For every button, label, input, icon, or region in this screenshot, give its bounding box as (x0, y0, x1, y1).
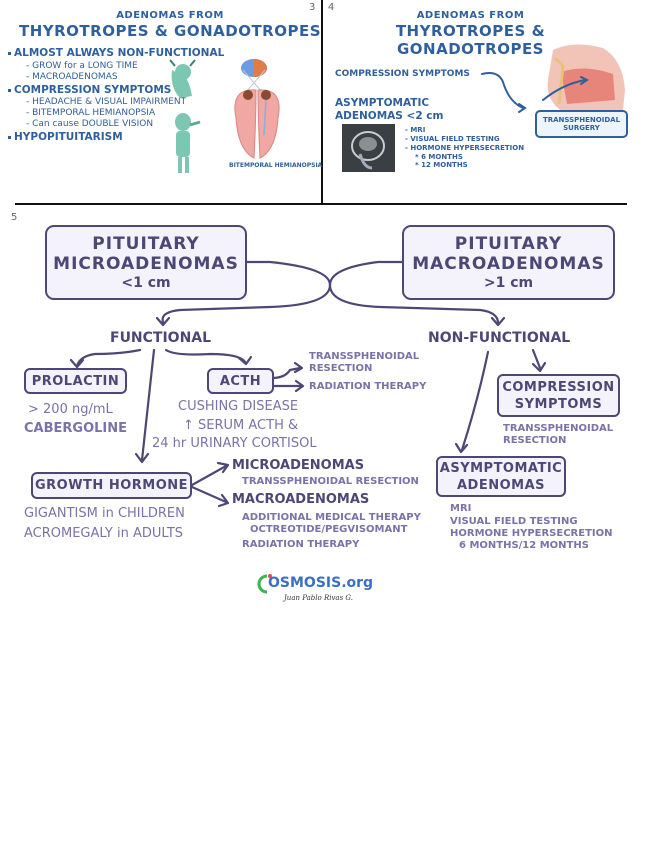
functional-label: FUNCTIONAL (110, 330, 212, 346)
compression-box-line2: SYMPTOMS (514, 396, 603, 412)
gh-macro-treatment-1: ADDITIONAL MEDICAL THERAPY (242, 512, 421, 523)
acth-resection-1: TRANSSPHENOIDAL (309, 351, 420, 362)
growth-hormone-box: GROWTH HORMONE (31, 472, 192, 499)
brain-hemianopsia-illustration (234, 59, 280, 159)
compression-symptoms-label: COMPRESSION SYMPTOMS (335, 69, 470, 79)
asymptomatic-visual-field: VISUAL FIELD TESTING (450, 516, 578, 527)
prolactin-label: PROLACTIN (31, 373, 120, 389)
acth-radiation: RADIATION THERAPY (309, 381, 427, 392)
bullet-head-hypopituitarism: HYPOPITUITARISM (14, 131, 123, 143)
connector-functional-to-prolactin (75, 348, 142, 368)
bullet-dot (8, 52, 11, 55)
compression-treatment-1: TRANSSPHENOIDAL (503, 423, 614, 434)
surgery-box-line1: TRANSSPHENOIDAL (542, 116, 621, 124)
horizontal-divider (15, 203, 627, 205)
compression-symptoms-box: COMPRESSION SYMPTOMS (497, 374, 620, 417)
brain-caption: BITEMPORAL HEMIANOPSIA (229, 162, 323, 169)
panel3-title: THYROTROPES & GONADOTROPES (18, 22, 322, 40)
visual-field-item: - VISUAL FIELD TESTING (405, 135, 500, 143)
micro-box-line2: MICROADENOMAS (53, 253, 239, 274)
connector-growth-to-micro (190, 464, 228, 487)
bullet-head-nonfunctional: ALMOST ALWAYS NON-FUNCTIONAL (14, 47, 225, 59)
vertical-divider (321, 0, 323, 204)
page-number-5: 5 (11, 212, 18, 223)
bullet-sub: - GROW for a LONG TIME (26, 61, 138, 71)
asymptomatic-box-line2: ADENOMAS (456, 477, 546, 493)
asymptomatic-box-line1: ASYMPTOMATIC (439, 460, 563, 476)
connector-macro-to-nonfunctional (328, 260, 500, 324)
hormone-item: - HORMONE HYPERSECRETION (405, 144, 525, 152)
growth-hormone-label: GROWTH HORMONE (34, 478, 189, 493)
gh-macro-treatment-2: OCTREOTIDE/PEGVISOMANT (250, 524, 408, 535)
page-number-3: 3 (309, 2, 316, 13)
bullet-sub: - MACROADENOMAS (26, 72, 118, 82)
asymptomatic-months: 6 MONTHS/12 MONTHS (459, 540, 589, 551)
bullet-sub: - Can cause DOUBLE VISION (26, 119, 154, 129)
acromegaly-text: ACROMEGALY in ADULTS (24, 526, 184, 541)
signature: Juan Pablo Rivas G. (284, 594, 353, 602)
connector-micro-to-functional (161, 260, 332, 324)
acth-box: ACTH (207, 368, 274, 394)
page-number-4: 4 (328, 2, 335, 13)
gh-macro-treatment-3: RADIATION THERAPY (242, 539, 360, 550)
micro-box-line3: <1 cm (121, 274, 171, 291)
connector-functional-to-acth (164, 348, 247, 364)
gh-micro-treatment: TRANSSPHENOIDAL RESECTION (242, 476, 419, 487)
mri-image (342, 124, 395, 172)
bullet-dot (8, 136, 11, 139)
micro-adenoma-box: PITUITARY MICROADENOMAS <1 cm (45, 225, 247, 300)
macro-box-line2: MACROADENOMAS (412, 253, 605, 274)
compression-treatment-2: RESECTION (503, 435, 567, 446)
osmosis-logo-icon (257, 574, 272, 594)
non-functional-label: NON-FUNCTIONAL (428, 330, 571, 346)
osmosis-logo: OSMOSIS.org (257, 572, 373, 596)
macro-adenoma-box: PITUITARY MACROADENOMAS >1 cm (402, 225, 615, 300)
serum-acth: ↑ SERUM ACTH & (183, 418, 299, 433)
asymptomatic-mri: MRI (450, 503, 472, 514)
connector-functional-to-growth (140, 348, 156, 462)
prolactin-level: > 200 ng/mL (28, 402, 113, 417)
surgery-box-line2: SURGERY (563, 124, 600, 132)
cushing-disease: CUSHING DISEASE (178, 399, 299, 414)
acth-label: ACTH (219, 373, 262, 389)
transsphenoidal-surgery-box: TRANSSPHENOIDAL SURGERY (535, 110, 628, 138)
prolactin-box: PROLACTIN (24, 368, 127, 394)
acth-resection-2: RESECTION (309, 363, 373, 374)
panel-3: ADENOMAS FROM THYROTROPES & GONADOTROPES… (0, 0, 323, 200)
bullet-sub: - HEADACHE & VISUAL IMPAIRMENT (26, 97, 187, 107)
asymptomatic-label-2: ADENOMAS <2 cm (335, 110, 444, 122)
connector-nonfunctional-to-compression (531, 348, 542, 370)
panel3-subtitle: ADENOMAS FROM (116, 10, 224, 21)
nasal-anatomy-illustration (547, 44, 625, 112)
osmosis-logo-text: OSMOSIS.org (268, 575, 374, 591)
macro-box-line1: PITUITARY (454, 233, 563, 254)
compression-arrow (481, 72, 589, 113)
child-illustration (175, 113, 201, 173)
panel4-subtitle: ADENOMAS FROM (416, 10, 525, 21)
compression-box-line1: COMPRESSION (502, 379, 615, 395)
twelve-months-item: * 12 MONTHS (415, 161, 468, 169)
panel4-title: THYROTROPES & GONADOTROPES (395, 22, 546, 58)
macro-box-line3: >1 cm (483, 274, 534, 291)
bullet-head-compression: COMPRESSION SYMPTOMS (14, 84, 172, 96)
asymptomatic-hormone: HORMONE HYPERSECRETION (450, 528, 613, 539)
panel-4: ADENOMAS FROM THYROTROPES & GONADOTROPES… (323, 0, 646, 200)
connector-acth-to-resection (270, 366, 302, 380)
asymptomatic-adenomas-box: ASYMPTOMATIC ADENOMAS (436, 456, 566, 497)
connector-nonfunctional-to-asymptomatic (460, 350, 490, 452)
bullet-dot (8, 89, 11, 92)
gh-macroadenomas: MACROADENOMAS (232, 492, 370, 507)
connector-growth-to-macro (190, 485, 228, 504)
six-months-item: * 6 MONTHS (415, 153, 463, 161)
gh-microadenomas: MICROADENOMAS (232, 458, 365, 473)
mri-item: - MRI (405, 126, 426, 134)
bullet-sub: - BITEMPORAL HEMIANOPSIA (26, 108, 156, 118)
asymptomatic-label-1: ASYMPTOMATIC (335, 97, 430, 109)
headache-person-illustration (169, 59, 196, 98)
micro-box-line1: PITUITARY (92, 233, 200, 254)
urinary-cortisol: 24 hr URINARY CORTISOL (152, 436, 317, 451)
prolactin-treatment: CABERGOLINE (24, 421, 128, 436)
gigantism-text: GIGANTISM in CHILDREN (24, 506, 185, 521)
